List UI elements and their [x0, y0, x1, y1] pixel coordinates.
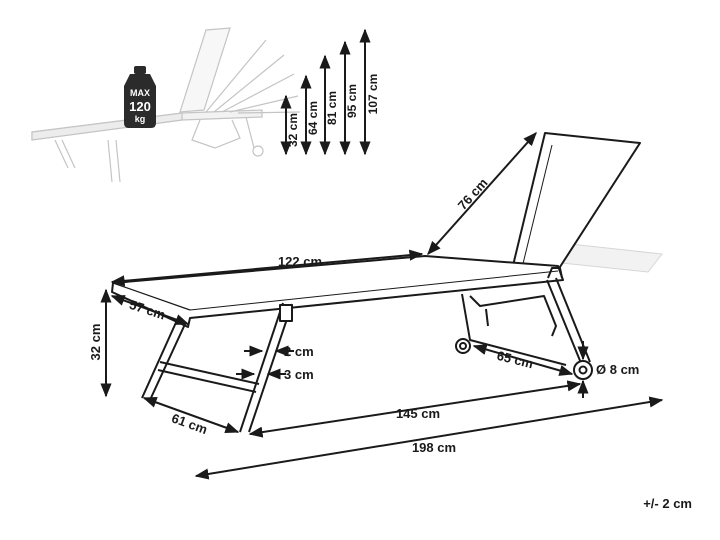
- label-seat-length-122: 122 cm: [278, 254, 322, 269]
- label-base-65: 65 cm: [495, 348, 534, 371]
- label-leg-span-145: 145 cm: [396, 406, 440, 421]
- label-total-198: 198 cm: [412, 440, 456, 455]
- tolerance-note: +/- 2 cm: [643, 496, 692, 511]
- label-tube-3: 3 cm: [284, 367, 314, 382]
- weight-value: 120: [129, 99, 151, 114]
- height-64: 64 cm: [306, 101, 320, 135]
- height-32: 32 cm: [286, 113, 300, 147]
- dimension-lines: [100, 131, 664, 480]
- max-weight-badge: MAX 120 kg: [124, 66, 156, 128]
- label-backrest-76: 76 cm: [455, 175, 491, 212]
- reference-lounger: [31, 27, 301, 183]
- label-wheel-8: Ø 8 cm: [596, 362, 639, 377]
- height-95: 95 cm: [345, 84, 359, 118]
- label-height-32: 32 cm: [88, 324, 103, 361]
- weight-unit: kg: [135, 114, 146, 124]
- weight-label-max: MAX: [130, 88, 150, 98]
- height-arrows: [280, 28, 371, 156]
- height-81: 81 cm: [325, 91, 339, 125]
- height-107: 107 cm: [366, 74, 380, 115]
- label-tube-2: 2 cm: [284, 344, 314, 359]
